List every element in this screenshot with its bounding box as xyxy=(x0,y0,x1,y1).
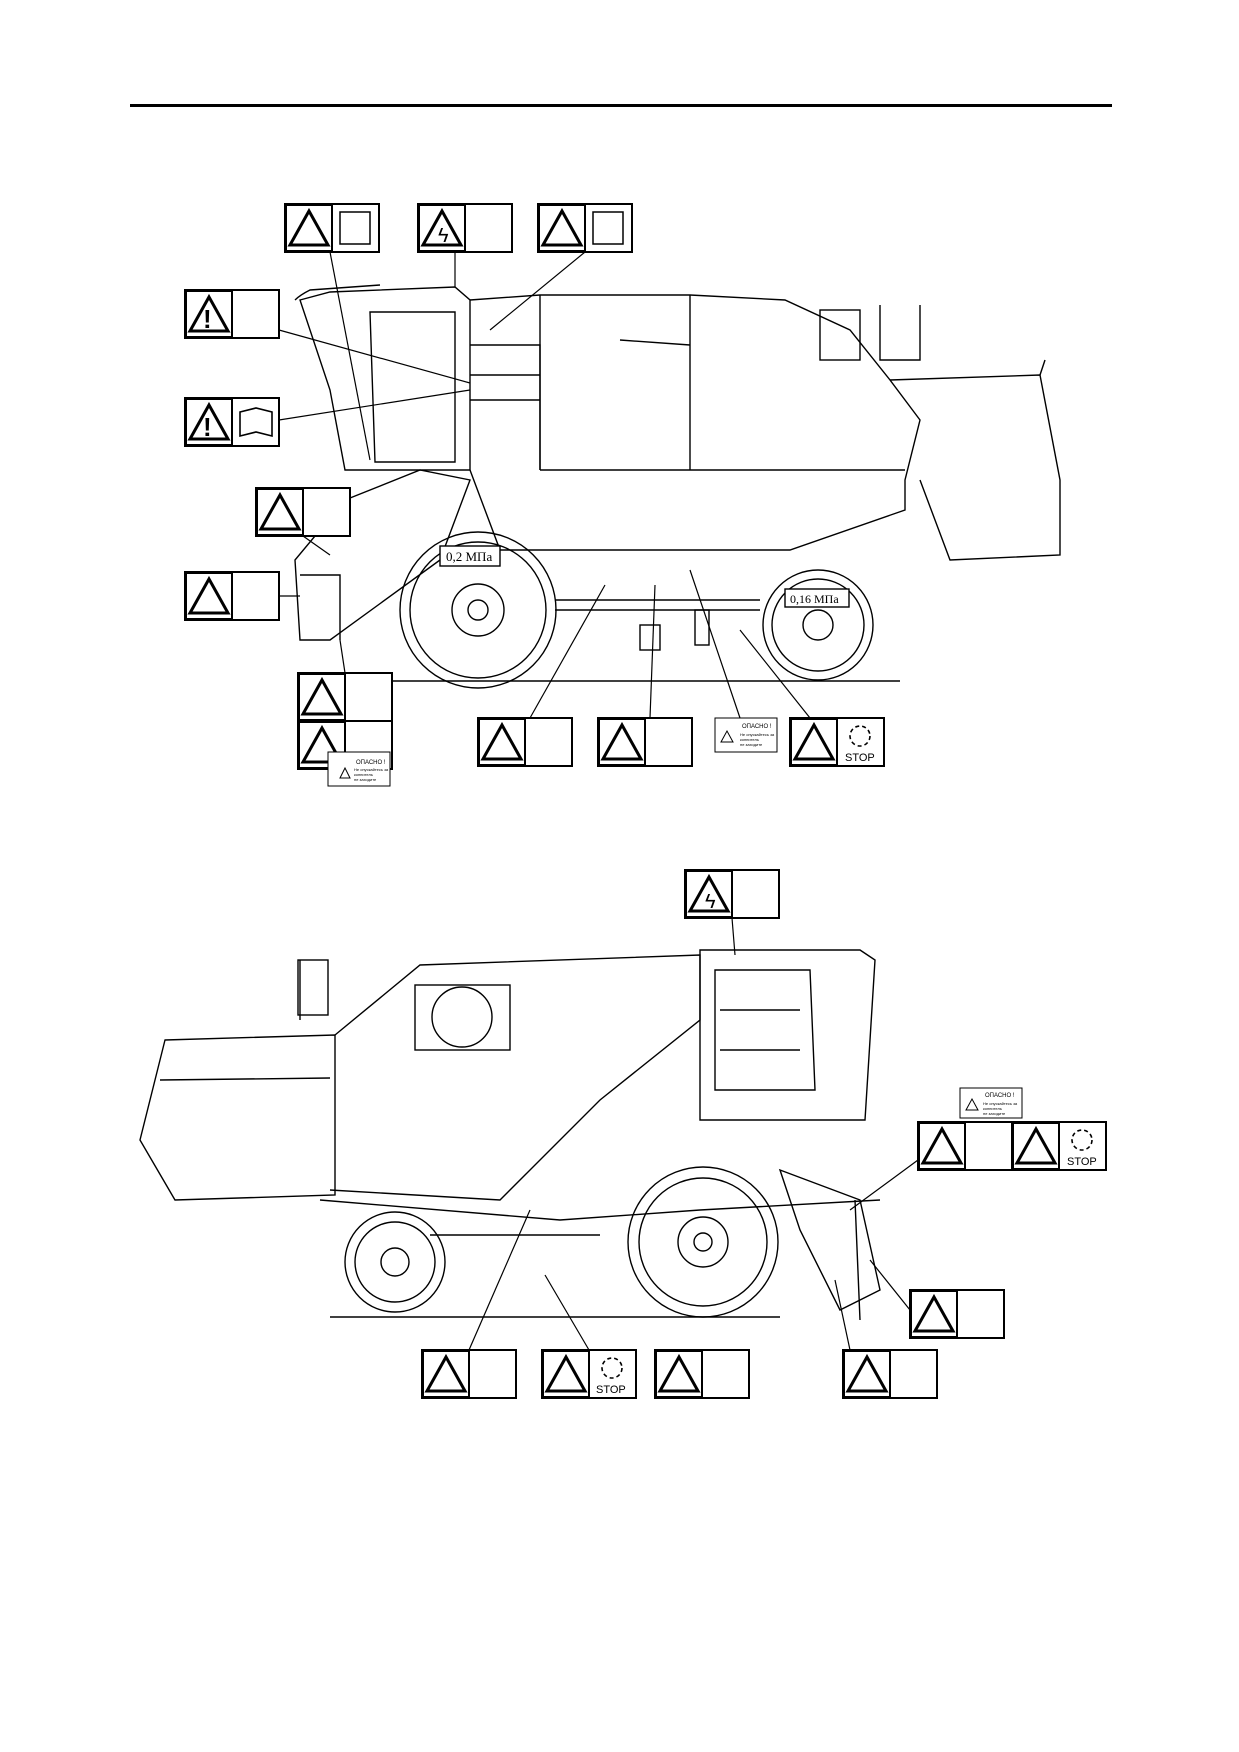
warning-plate-bottom xyxy=(959,1087,1023,1119)
svg-text:Не опускайтесь за: Не опускайтесь за xyxy=(740,732,775,737)
sign-bottom-crush xyxy=(869,1259,1005,1339)
svg-text:копнитель: копнитель xyxy=(354,772,373,777)
sign-bottom-row xyxy=(421,1209,938,1399)
stop-label-top: STOP xyxy=(845,752,875,764)
sign-top-1 xyxy=(284,203,380,461)
svg-text:копнитель: копнитель xyxy=(740,737,759,742)
svg-text:Не опускайтесь за: Не опускайтесь за xyxy=(354,767,389,772)
sign-top-stop xyxy=(739,629,885,767)
svg-text:не заходите: не заходите xyxy=(740,742,763,747)
sign-top-electric: ϟ xyxy=(417,203,513,287)
svg-text:!: ! xyxy=(203,412,212,442)
sign-top-book: ! xyxy=(184,389,471,447)
book-icon xyxy=(239,407,273,438)
warning-plate-top-middle xyxy=(689,569,778,753)
pressure-rear-label: 0,16 МПа xyxy=(790,592,839,606)
sign-top-3 xyxy=(489,203,633,331)
electric-hazard-icon: ϟ xyxy=(438,225,449,247)
warning-plate-top-left-title: ОПАСНО ! xyxy=(356,760,386,766)
warning-plate-top-middle-title: ОПАСНО ! xyxy=(742,724,772,730)
bottom-figure xyxy=(139,949,881,1321)
svg-text:не заходите: не заходите xyxy=(354,777,377,782)
sign-top-bottom-1 xyxy=(477,584,606,767)
svg-text:ϟ: ϟ xyxy=(705,891,716,913)
stop-label-bottom: STOP xyxy=(596,1384,626,1396)
top-figure xyxy=(294,284,1061,689)
sign-top-crush xyxy=(255,487,351,556)
sign-top-feeder xyxy=(184,571,300,621)
stop-rotation-icon xyxy=(849,725,871,747)
sign-bottom-right-pair xyxy=(849,1121,1107,1211)
sign-top-stack xyxy=(297,639,393,787)
sign-top-key: ! xyxy=(184,289,471,384)
warning-plate-bottom-title: ОПАСНО ! xyxy=(985,1093,1015,1099)
svg-text:не заходите: не заходите xyxy=(983,1111,1006,1116)
pressure-front-label: 0,2 МПа xyxy=(446,549,492,564)
stop-label-bottom-right: STOP xyxy=(1067,1156,1097,1168)
sign-top-bottom-2 xyxy=(597,584,693,767)
svg-text:копнитель: копнитель xyxy=(983,1106,1002,1111)
header-rule xyxy=(130,104,1112,107)
sign-bottom-electric: ϟ xyxy=(684,869,780,956)
warning-exclaim-icon: ! xyxy=(203,304,212,334)
svg-text:Не опускайтесь за: Не опускайтесь за xyxy=(983,1101,1018,1106)
